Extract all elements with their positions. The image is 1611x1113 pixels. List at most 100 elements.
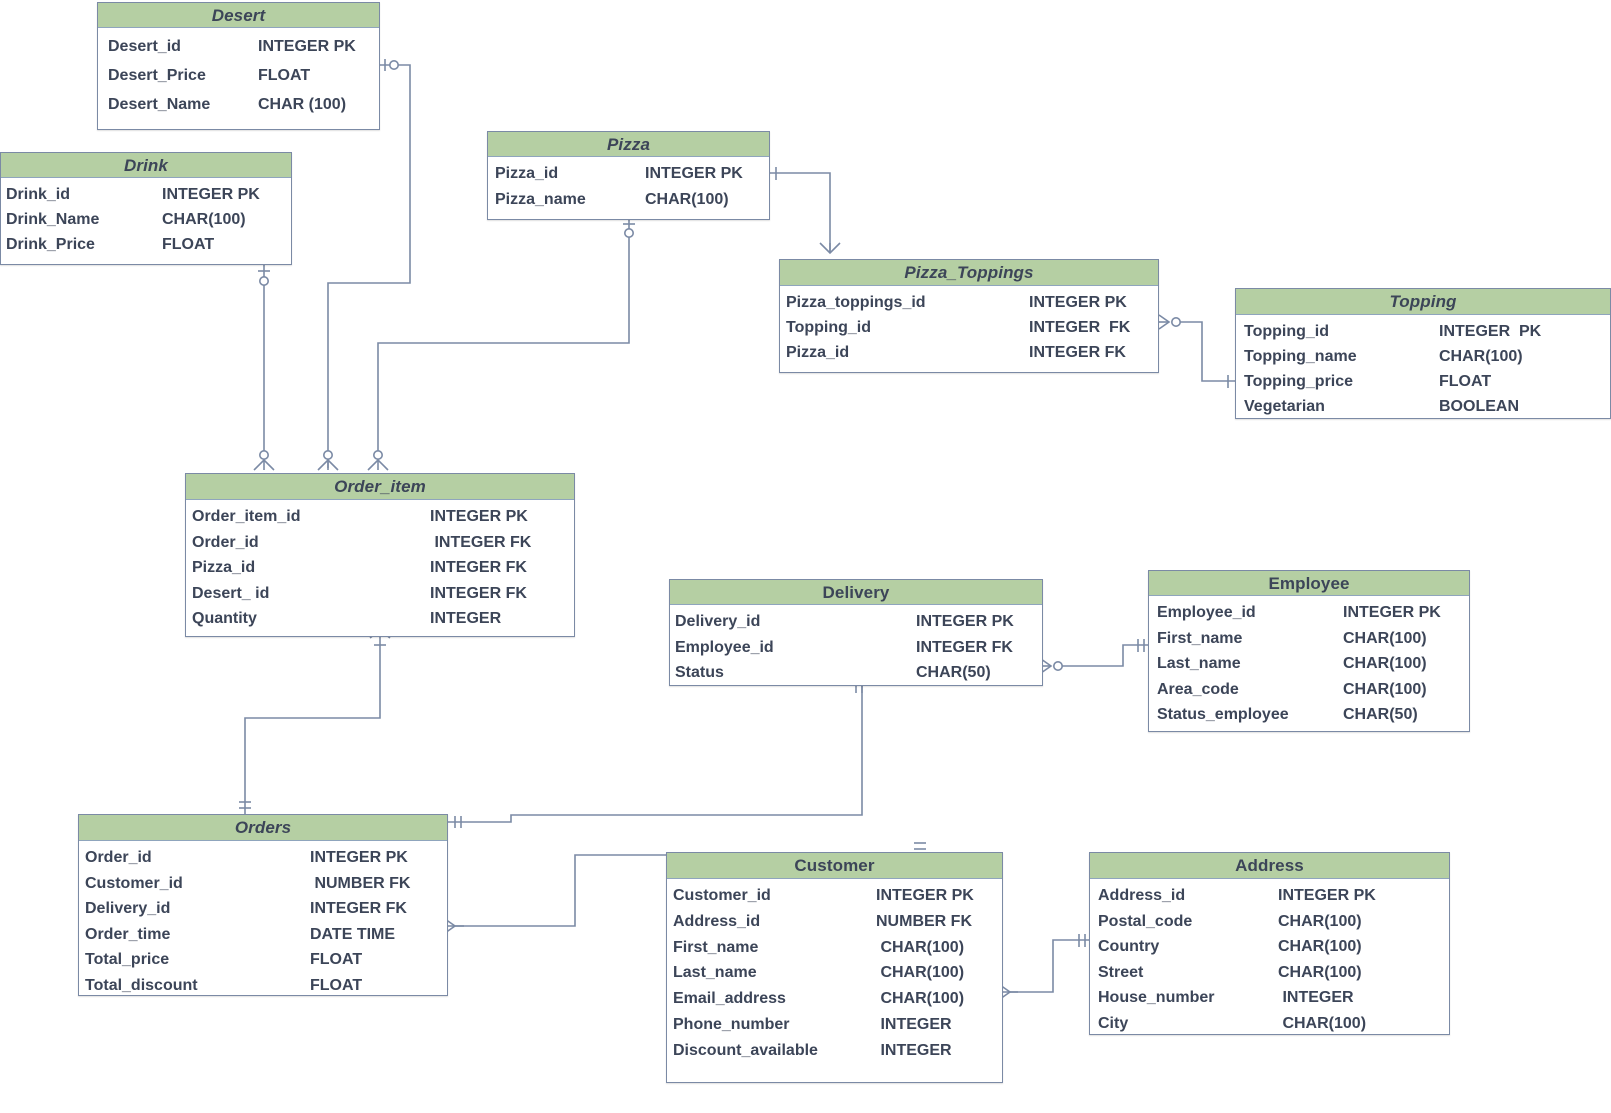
relationship-customer-address [999, 934, 1089, 1000]
entity-title-desert: Desert [98, 3, 379, 28]
attribute-name: Pizza_id [192, 559, 256, 576]
attribute-type: FLOAT [310, 976, 363, 994]
attribute-type: INTEGER FK [310, 900, 407, 917]
attribute-type: INTEGER PK [310, 849, 408, 866]
attribute-type: INTEGER PK [258, 38, 356, 55]
attribute-row: Phone_number INTEGER [667, 1012, 1002, 1038]
attribute-row: Customer_id NUMBER FK [79, 871, 447, 897]
attribute-type: BOOLEAN [1439, 398, 1519, 415]
attribute-type: INTEGER FK [1029, 319, 1131, 336]
attribute-name: First_name [1157, 629, 1243, 647]
relationship-pizza-order_item [367, 220, 635, 471]
attribute-name: Last_name [1157, 655, 1241, 672]
attribute-type: INTEGER PK [162, 186, 260, 203]
attribute-name: Order_id [85, 849, 152, 866]
attribute-name: House_number [1098, 989, 1215, 1006]
attribute-type: CHAR(100) [162, 211, 246, 228]
relationship-delivery-employee [1040, 639, 1148, 674]
attribute-row: Topping_id INTEGER PK [1236, 319, 1610, 344]
attribute-name: Pizza_toppings_id [786, 294, 926, 311]
attribute-type: FLOAT [258, 67, 311, 84]
relationship-delivery-orders [448, 681, 863, 828]
relationship-drink-order_item [253, 265, 275, 471]
attribute-type: CHAR(100) [1278, 912, 1362, 930]
attribute-type: INTEGER PK [876, 887, 974, 904]
attribute-name: Postal_code [1098, 912, 1193, 930]
attribute-name: Topping_name [1244, 348, 1357, 365]
attribute-type: INTEGER PK [1278, 887, 1376, 904]
attribute-row: Desert_Name CHAR (100) [98, 90, 379, 119]
attribute-type: CHAR(100) [876, 990, 965, 1008]
attribute-name: Customer_id [673, 887, 771, 904]
attribute-name: Area_code [1157, 680, 1239, 698]
attribute-type: FLOAT [310, 951, 363, 968]
attribute-name: Topping_price [1244, 373, 1354, 390]
attribute-type: INTEGER PK [1439, 323, 1542, 340]
attribute-name: Drink_Name [6, 211, 100, 228]
attribute-name: Delivery_id [85, 900, 171, 917]
attribute-name: Topping_id [786, 319, 872, 336]
attribute-name: City [1098, 1014, 1129, 1032]
entity-title-delivery: Delivery [670, 580, 1042, 605]
attribute-row: Customer_id INTEGER PK [667, 883, 1002, 909]
attribute-row: Email_address CHAR(100) [667, 986, 1002, 1012]
attribute-type: INTEGER PK [916, 613, 1014, 630]
attribute-type: NUMBER FK [310, 874, 411, 892]
attribute-name: Pizza_id [495, 165, 559, 182]
attribute-type: CHAR(100) [1278, 1014, 1367, 1032]
attribute-row: Topping_id INTEGER FK [780, 315, 1158, 340]
relationship-order_item-orders [239, 628, 391, 814]
entity-attributes-orders: Order_id INTEGER PK Customer_id NUMBER FK D… [79, 841, 447, 1004]
attribute-type: CHAR(100) [645, 191, 729, 208]
attribute-name: Discount_available [673, 1041, 818, 1059]
attribute-type: FLOAT [1439, 373, 1492, 390]
attribute-type: CHAR(100) [1278, 938, 1362, 955]
attribute-row: Postal_code CHAR(100) [1090, 909, 1449, 935]
attribute-type: INTEGER [1278, 989, 1354, 1006]
attribute-row: Address_id INTEGER PK [1090, 883, 1449, 909]
attribute-name: Order_time [85, 925, 171, 943]
attribute-name: Drink_Price [6, 236, 95, 253]
attribute-name: Address_id [673, 912, 761, 930]
attribute-name: Topping_id [1244, 323, 1330, 340]
attribute-name: Email_address [673, 990, 786, 1008]
attribute-type: CHAR (100) [258, 96, 347, 113]
attribute-type: CHAR(100) [876, 964, 965, 982]
attribute-type: DATE TIME [310, 925, 396, 943]
attribute-name: Desert_Name [108, 96, 211, 113]
attribute-name: Pizza_name [495, 191, 586, 208]
attribute-name: Desert_ id [192, 584, 270, 602]
attribute-name: Address_id [1098, 887, 1186, 904]
attribute-type: INTEGER [430, 610, 502, 627]
